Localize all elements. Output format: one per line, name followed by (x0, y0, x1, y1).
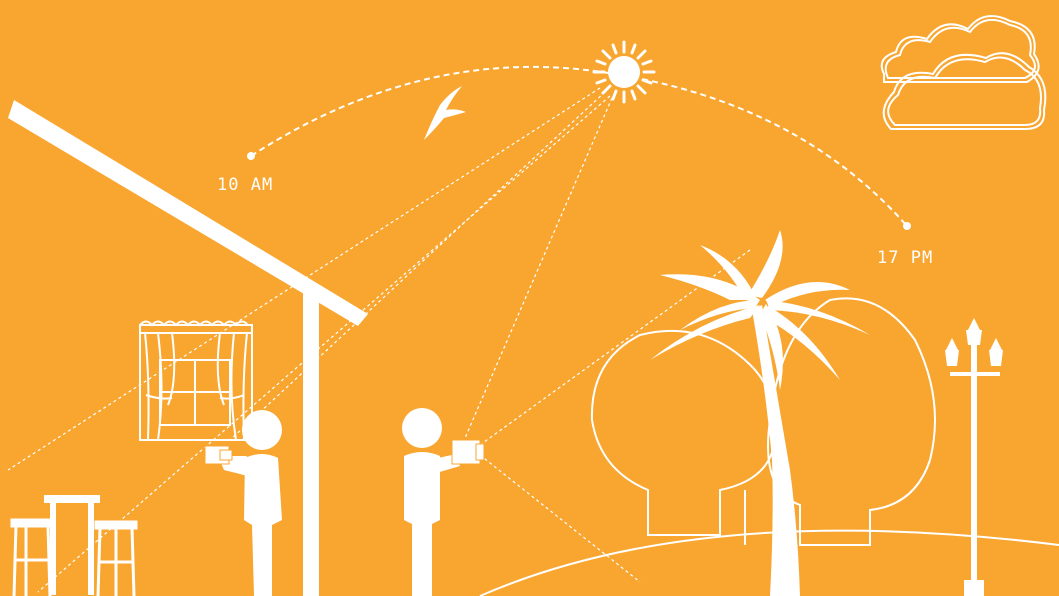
camera-icon (205, 446, 232, 464)
sun-icon (594, 42, 654, 102)
morning-point (247, 152, 255, 160)
evening-point (903, 222, 911, 230)
porch-post (303, 285, 319, 596)
morning-time-label: 10 AM (217, 175, 273, 195)
evening-time-label: 17 PM (877, 248, 933, 268)
camera-icon (452, 440, 484, 464)
